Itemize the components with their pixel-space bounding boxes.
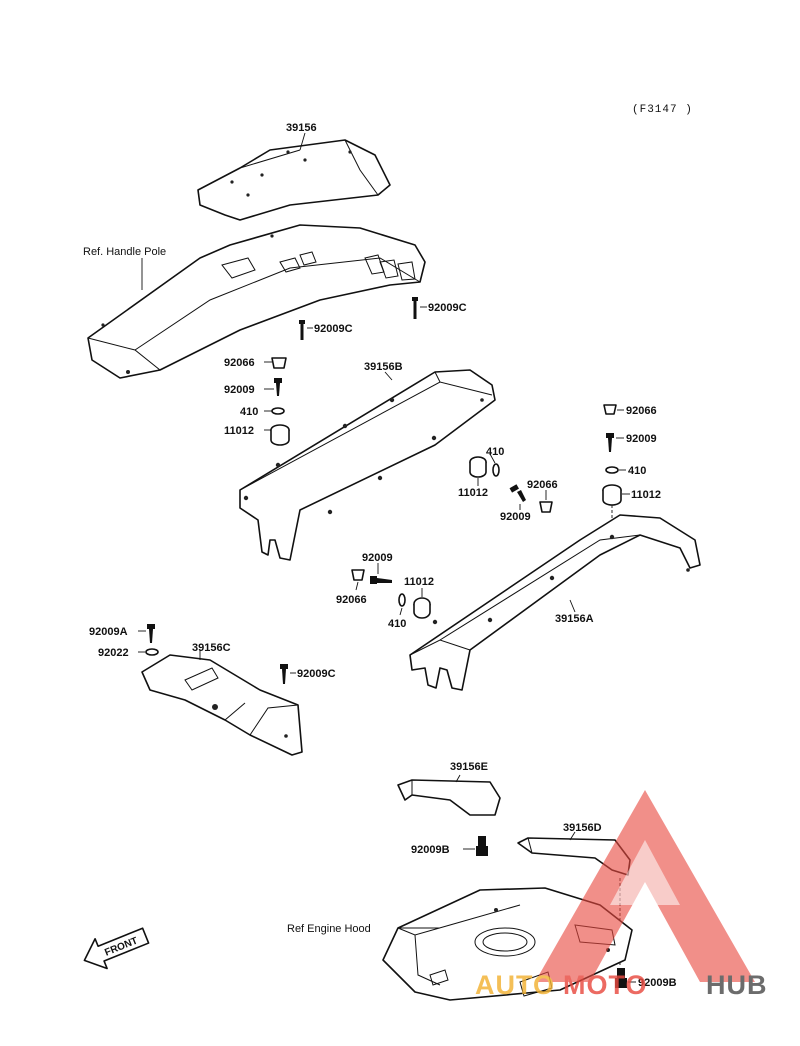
label-92066-c: 92066	[336, 594, 367, 606]
screw-92009-m	[509, 484, 526, 502]
label-92009c-a: 92009C	[428, 302, 467, 314]
label-92066-a: 92066	[224, 357, 255, 369]
label-92066-m: 92066	[527, 479, 558, 491]
screw-92009c-b	[299, 320, 305, 340]
front-arrow: FRONT	[83, 927, 150, 970]
label-410-c: 410	[388, 618, 406, 630]
label-92009b-a: 92009B	[411, 844, 450, 856]
washer-410-c	[398, 593, 406, 607]
label-11012-m: 11012	[458, 487, 488, 499]
washer-92022	[145, 648, 159, 656]
screw-92009-r	[606, 433, 614, 452]
part-39156-cover	[197, 139, 391, 221]
grommet-11012-r	[602, 484, 622, 506]
label-39156: 39156	[286, 122, 317, 134]
label-ref-engine-hood: Ref Engine Hood	[287, 923, 371, 935]
washer-410-r	[605, 466, 619, 474]
label-39156c: 39156C	[192, 642, 231, 654]
part-39156b	[239, 369, 496, 561]
label-92009-c: 92009	[362, 552, 393, 564]
label-92009c-c: 92009C	[297, 668, 336, 680]
screw-92009-a	[274, 378, 282, 396]
part-39156c	[141, 654, 303, 756]
label-11012-c: 11012	[404, 576, 434, 588]
label-410-r: 410	[628, 465, 646, 477]
screw-92009b-a	[476, 836, 488, 856]
washer-410-m	[492, 463, 500, 477]
screw-92009-c	[370, 576, 392, 584]
label-92009-m: 92009	[500, 511, 531, 523]
washer-410-a	[271, 407, 285, 415]
label-39156d: 39156D	[563, 822, 602, 834]
screw-92009b-b	[615, 968, 627, 988]
label-ref-handle-pole: Ref. Handle Pole	[83, 246, 166, 258]
label-11012-r: 11012	[631, 489, 661, 501]
cap-92066-r	[603, 404, 617, 415]
label-92009b-b: 92009B	[638, 977, 677, 989]
label-92009c-b: 92009C	[314, 323, 353, 335]
watermark-hub: HUB	[706, 970, 768, 1000]
grommet-11012-a	[270, 424, 290, 446]
handle-pole-ref	[87, 224, 426, 379]
label-39156e: 39156E	[450, 761, 488, 773]
label-410-m: 410	[486, 446, 504, 458]
label-410-a: 410	[240, 406, 258, 418]
label-92009-r: 92009	[626, 433, 657, 445]
label-11012-a: 11012	[224, 425, 254, 437]
screw-92009a	[147, 624, 155, 643]
grommet-11012-m	[469, 456, 487, 478]
screw-92009c-a	[412, 297, 418, 319]
label-92009a: 92009A	[89, 626, 128, 638]
part-39156a	[409, 514, 701, 691]
part-39156e	[397, 779, 501, 816]
label-92066-r: 92066	[626, 405, 657, 417]
cap-92066-m	[539, 501, 553, 513]
watermark-triangle-icon	[535, 790, 755, 982]
label-92022: 92022	[98, 647, 129, 659]
watermark-logo: AUTO MOTO HUB	[475, 790, 768, 1000]
watermark-auto: AUTO	[475, 970, 555, 1000]
cap-92066-c	[351, 569, 365, 581]
figure-code: (F3147 )	[632, 104, 693, 116]
grommet-11012-c	[413, 597, 431, 619]
cap-92066-a	[271, 357, 287, 369]
screw-92009c-c	[280, 664, 288, 684]
label-39156b: 39156B	[364, 361, 403, 373]
label-92009-a: 92009	[224, 384, 255, 396]
label-39156a: 39156A	[555, 613, 594, 625]
watermark-moto: MOTO	[563, 970, 648, 1000]
